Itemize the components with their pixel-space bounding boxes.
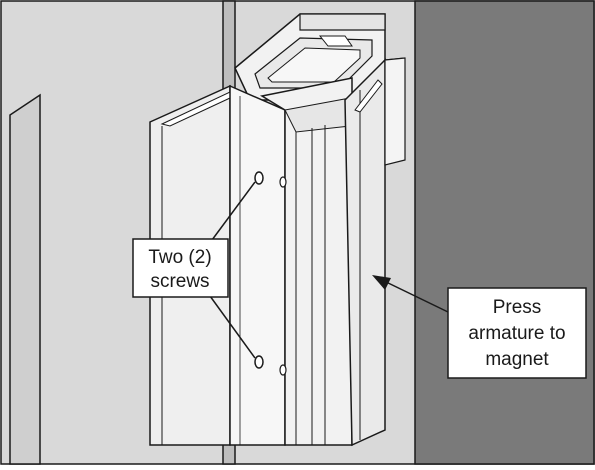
armature-callout-line2: armature to — [468, 323, 565, 344]
armature-callout-box — [447, 287, 587, 379]
screws-leader-top — [211, 181, 256, 241]
screws-callout-line1: Two (2) — [148, 247, 211, 268]
screw-top-icon — [254, 171, 264, 185]
screw-rear-top-icon — [279, 176, 287, 188]
armature-callout-line1: Press — [493, 297, 542, 318]
screw-bottom-icon — [254, 355, 264, 369]
screws-callout-line2: screws — [150, 271, 209, 292]
armature-leader-line — [381, 279, 449, 313]
armature-callout-line3: magnet — [485, 349, 549, 370]
screw-rear-bottom-icon — [279, 364, 287, 376]
screws-leader-bottom — [209, 295, 256, 359]
left-wall-panel — [9, 93, 41, 465]
screws-callout-box — [132, 238, 229, 298]
armature-arrowhead — [372, 275, 391, 290]
magnet-body — [259, 57, 406, 447]
door-frame-dark — [414, 0, 595, 465]
